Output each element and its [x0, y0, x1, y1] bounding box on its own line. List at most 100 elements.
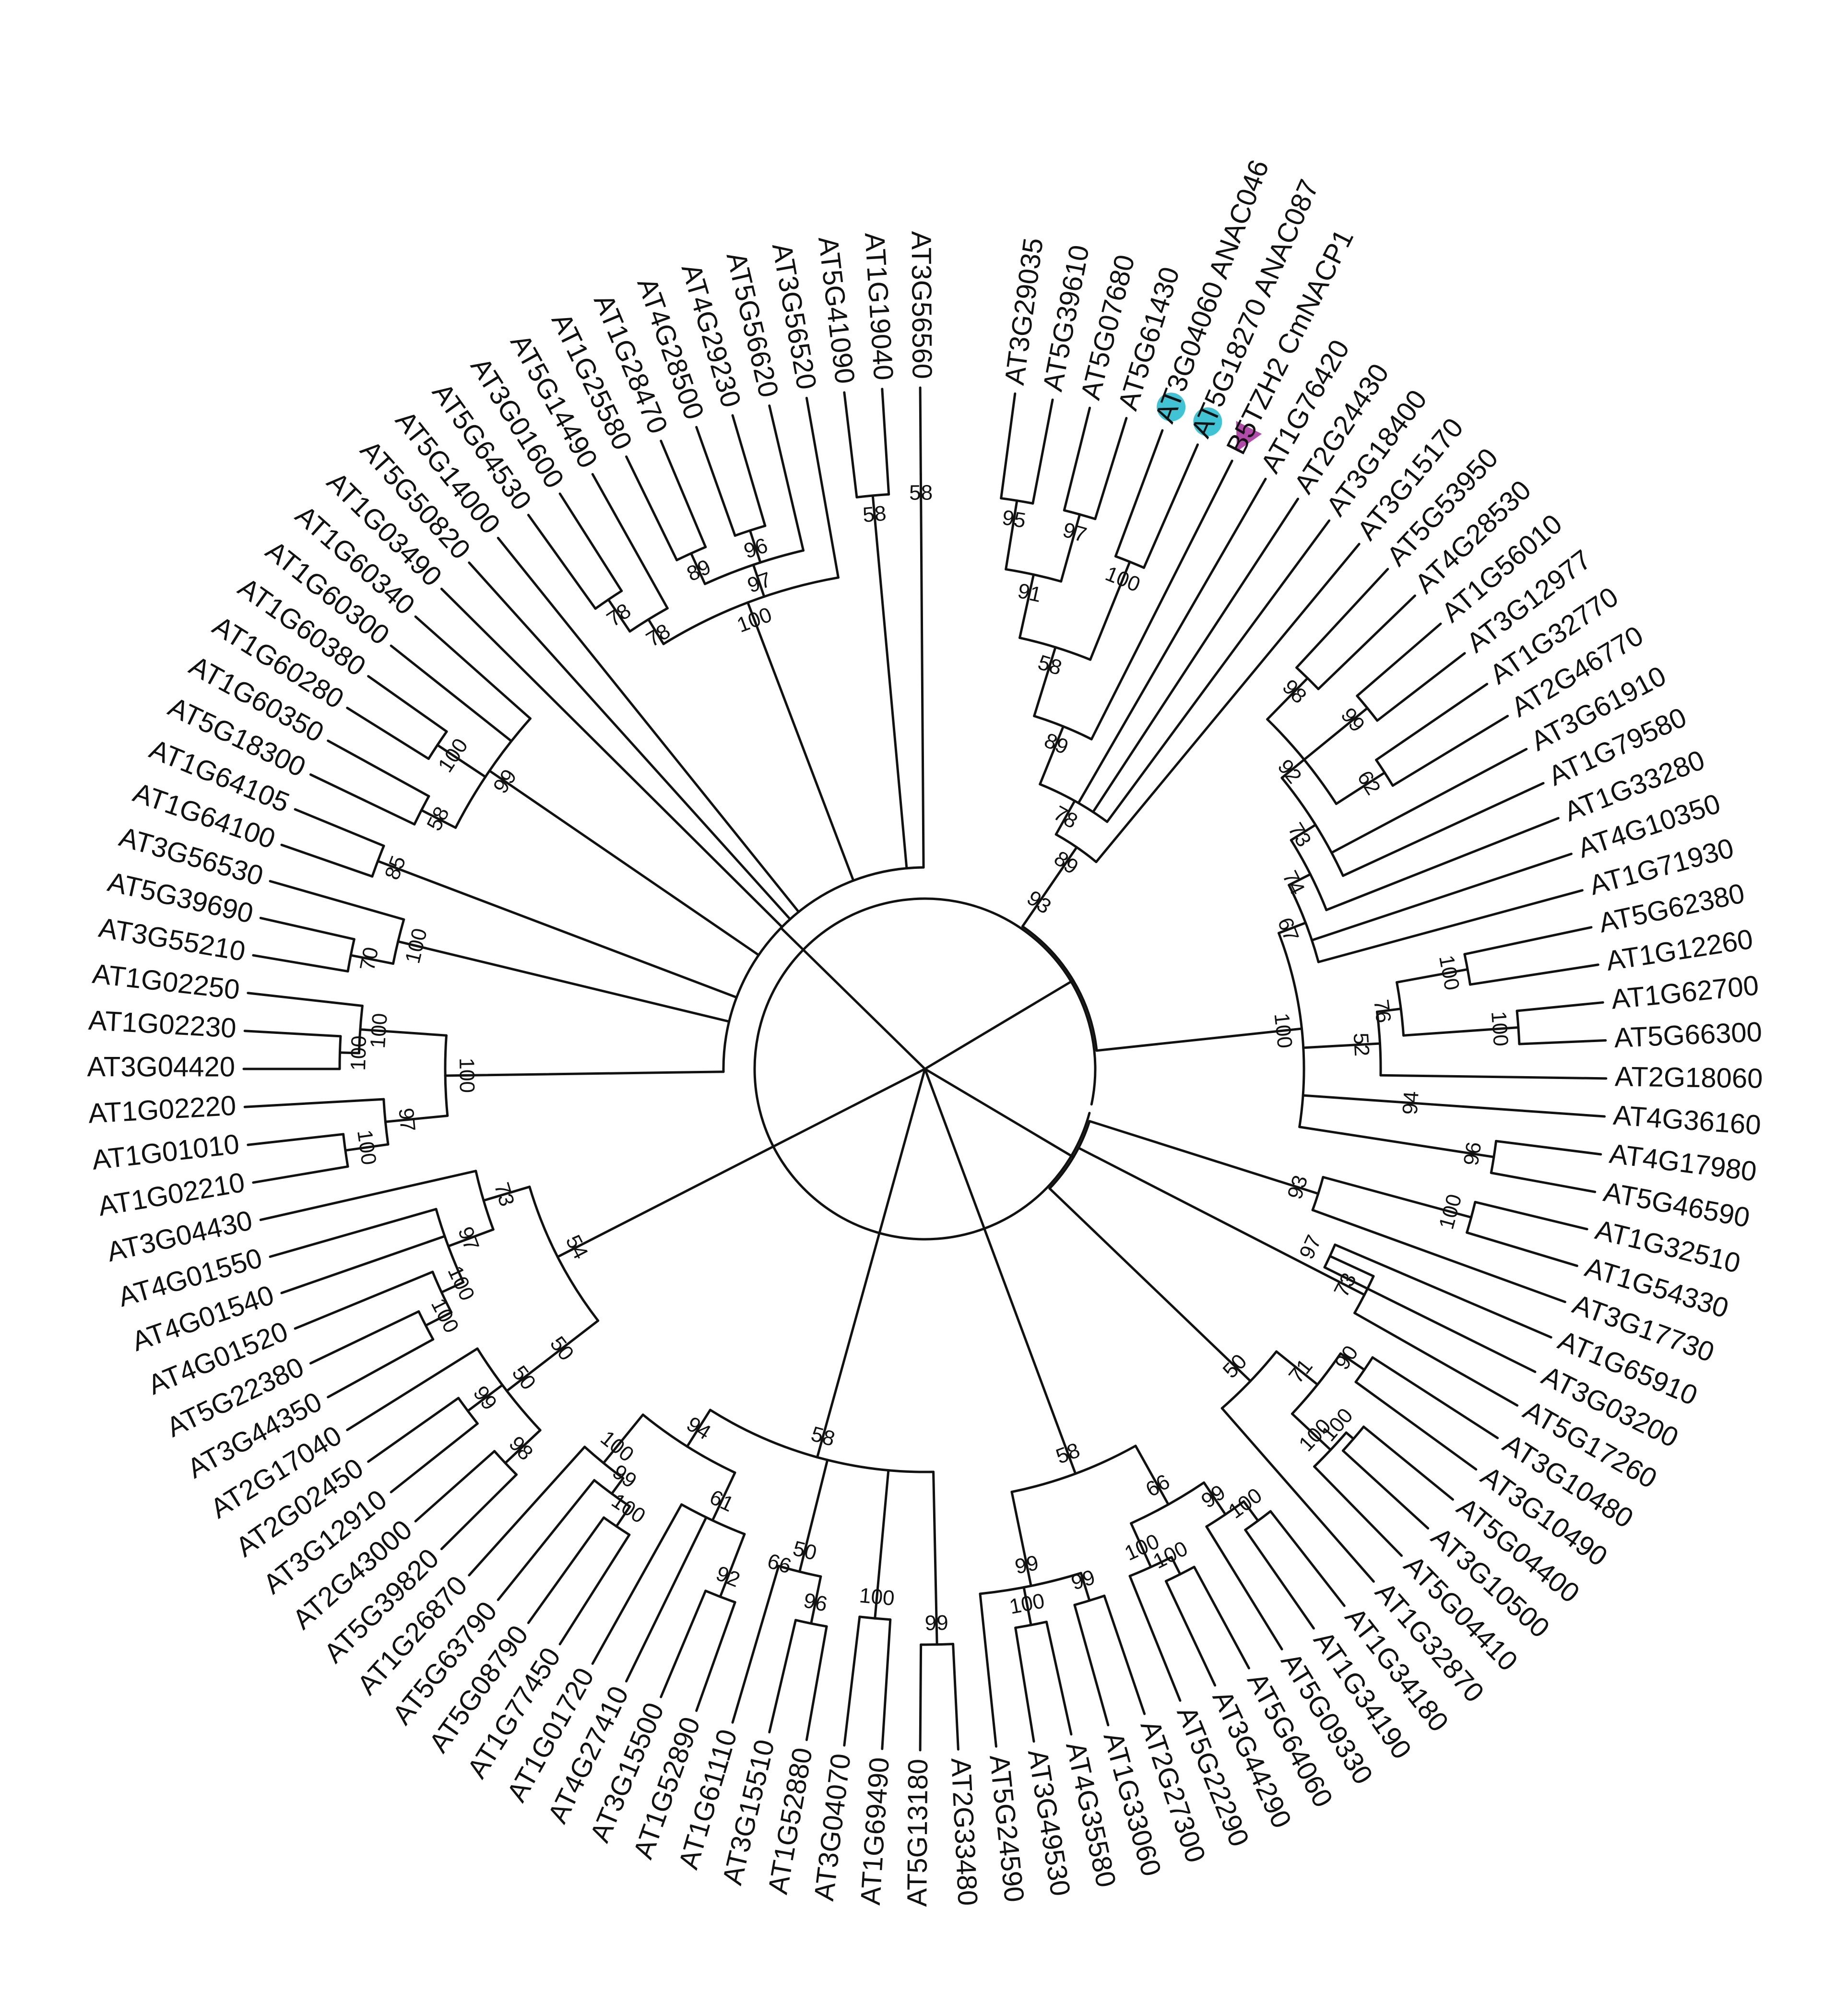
bootstrap-label: 96 — [741, 534, 771, 563]
branch-line — [1298, 1126, 1495, 1159]
branch-line — [1220, 1407, 1375, 1583]
leaf-label: AT2G33480 — [945, 1757, 983, 1906]
branch-line — [252, 1165, 349, 1184]
branch-line — [602, 1413, 644, 1464]
branch-line — [881, 1618, 892, 1750]
clade-arc — [454, 717, 532, 829]
bootstrap-label: 78 — [1050, 801, 1082, 833]
bootstrap-label: 50 — [545, 1332, 579, 1365]
leaf-label: AT4G36160 — [1612, 1100, 1762, 1141]
bootstrap-label: 97 — [1295, 1232, 1326, 1263]
branch-line — [1379, 1074, 1608, 1080]
branch-line — [772, 1565, 780, 1586]
branch-line — [952, 1643, 959, 1751]
branch-line — [1295, 568, 1389, 669]
bootstrap-label: 58 — [808, 1422, 837, 1451]
branch-line — [1291, 1412, 1332, 1451]
bootstrap-label: 52 — [1349, 1032, 1374, 1057]
branch-line — [259, 1170, 477, 1221]
clade-arc — [1291, 1352, 1342, 1415]
bootstrap-label: 100 — [353, 1128, 381, 1167]
clade-arc — [858, 1615, 892, 1621]
branch-line — [377, 860, 738, 999]
branch-line — [1290, 823, 1317, 842]
bootstrap-label: 58 — [862, 501, 887, 527]
clade-arc — [1376, 1010, 1382, 1077]
branch-line — [1288, 873, 1312, 887]
branch-line — [1031, 398, 1054, 505]
branch-line — [1054, 799, 1076, 836]
branch-line — [1466, 1231, 1578, 1267]
branch-line — [1375, 683, 1489, 761]
branch-line — [843, 1615, 861, 1747]
branch-line — [1495, 1139, 1602, 1156]
branch-line — [607, 598, 631, 633]
branch-line — [798, 1459, 829, 1573]
branch-line — [259, 916, 355, 941]
branch-line — [1396, 968, 1469, 984]
bootstrap-label: 100 — [734, 603, 775, 637]
branch-line — [1033, 646, 1057, 717]
bootstrap-label: 100 — [1007, 1589, 1046, 1619]
branch-line — [247, 1133, 345, 1146]
branch-line — [280, 843, 374, 878]
clade-arc — [1290, 839, 1328, 912]
branch-line — [1302, 707, 1369, 761]
leaf-label: AT1G02250 — [91, 958, 241, 1006]
bootstrap-label: 93 — [1283, 1173, 1313, 1202]
leaf-markers — [1157, 392, 1262, 451]
branch-line — [527, 1516, 605, 1625]
branch-line — [1302, 1042, 1382, 1049]
branch-line — [1275, 1350, 1319, 1386]
bootstrap-label: 50 — [508, 1361, 541, 1394]
branch-line — [482, 1186, 531, 1202]
branch-line — [420, 809, 457, 829]
branch-line — [1021, 885, 1051, 928]
bootstrap-label: 66 — [1142, 1470, 1174, 1502]
branch-line — [390, 644, 513, 743]
bootstrap-label: 76 — [1369, 998, 1396, 1024]
bootstrap-label: 95 — [1001, 506, 1028, 533]
circle-marker-icon — [1193, 407, 1222, 437]
clade-arc — [641, 1413, 736, 1474]
branch-line — [1490, 1172, 1597, 1193]
branch-line — [780, 926, 796, 943]
bootstrap-label: 100 — [1434, 953, 1464, 992]
leaf-label: AT4G17980 — [1608, 1138, 1758, 1187]
branch-line — [816, 1262, 873, 1459]
branch-line — [1341, 1449, 1430, 1530]
branch-line — [327, 1338, 435, 1399]
branch-line — [591, 473, 669, 610]
branch-line — [1323, 1266, 1537, 1373]
branch-line — [1266, 677, 1309, 721]
branch-line — [1362, 1425, 1454, 1501]
branch-line — [440, 1473, 518, 1551]
clade-arc — [1280, 776, 1344, 877]
branch-line — [1474, 1200, 1588, 1231]
circle-marker-icon — [1157, 392, 1186, 422]
leaf-label: AT5G24590 — [983, 1753, 1030, 1904]
bootstrap-label: 97 — [745, 568, 774, 597]
branch-line — [1073, 1603, 1110, 1727]
branch-line — [1269, 1510, 1346, 1607]
leaf-label: AT1G01010 — [90, 1128, 241, 1176]
branch-line — [1322, 1175, 1473, 1219]
leaf-label: AT3G04070 — [808, 1752, 857, 1903]
branch-line — [243, 1098, 385, 1108]
branch-line — [1431, 1103, 1606, 1118]
branch-line — [504, 1429, 542, 1464]
leaf-label: AT5G66300 — [1613, 1016, 1763, 1054]
clade-arc — [1033, 714, 1093, 741]
branch-line — [719, 1533, 746, 1598]
branch-line — [397, 940, 731, 1023]
branch-line — [768, 404, 805, 552]
branch-line — [625, 1516, 708, 1683]
clade-arc — [1010, 1445, 1137, 1494]
bootstrap-label: 94 — [1398, 1091, 1423, 1115]
branch-line — [1335, 771, 1386, 805]
branch-line — [309, 773, 416, 826]
clade-arc — [704, 1589, 736, 1604]
bootstrap-label: 92 — [713, 1562, 743, 1592]
bootstrap-label: 92 — [1273, 755, 1306, 788]
bootstrap-label: 100 — [366, 1012, 392, 1049]
